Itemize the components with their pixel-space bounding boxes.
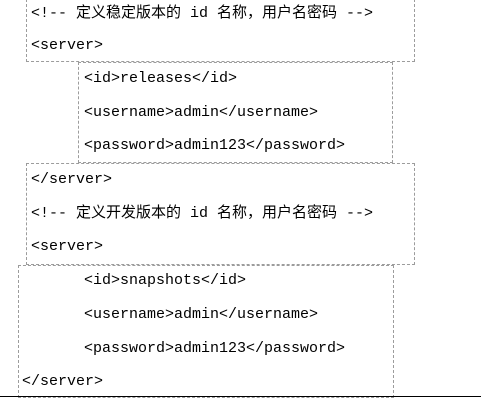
id-line-releases: <id>releases</id> (84, 70, 238, 87)
bottom-divider (0, 396, 481, 397)
code-frame-top (26, 0, 415, 62)
server-open-tag: <server> (31, 238, 104, 255)
username-line: <username>admin</username> (84, 104, 319, 121)
server-close-tag: </server> (31, 171, 113, 188)
username-line: <username>admin</username> (84, 306, 319, 323)
code-frame-releases (78, 62, 393, 163)
code-frame-middle (26, 163, 415, 265)
id-line-snapshots: <id>snapshots</id> (84, 272, 247, 289)
code-frame-snapshots (18, 265, 394, 398)
server-open-tag: <server> (31, 37, 104, 54)
comment-line-stable: <!-- 定义稳定版本的 id 名称，用户名密码 --> (31, 5, 374, 22)
password-line: <password>admin123</password> (84, 340, 346, 357)
server-close-tag: </server> (22, 373, 104, 390)
comment-line-dev: <!-- 定义开发版本的 id 名称，用户名密码 --> (31, 205, 374, 222)
password-line: <password>admin123</password> (84, 137, 346, 154)
